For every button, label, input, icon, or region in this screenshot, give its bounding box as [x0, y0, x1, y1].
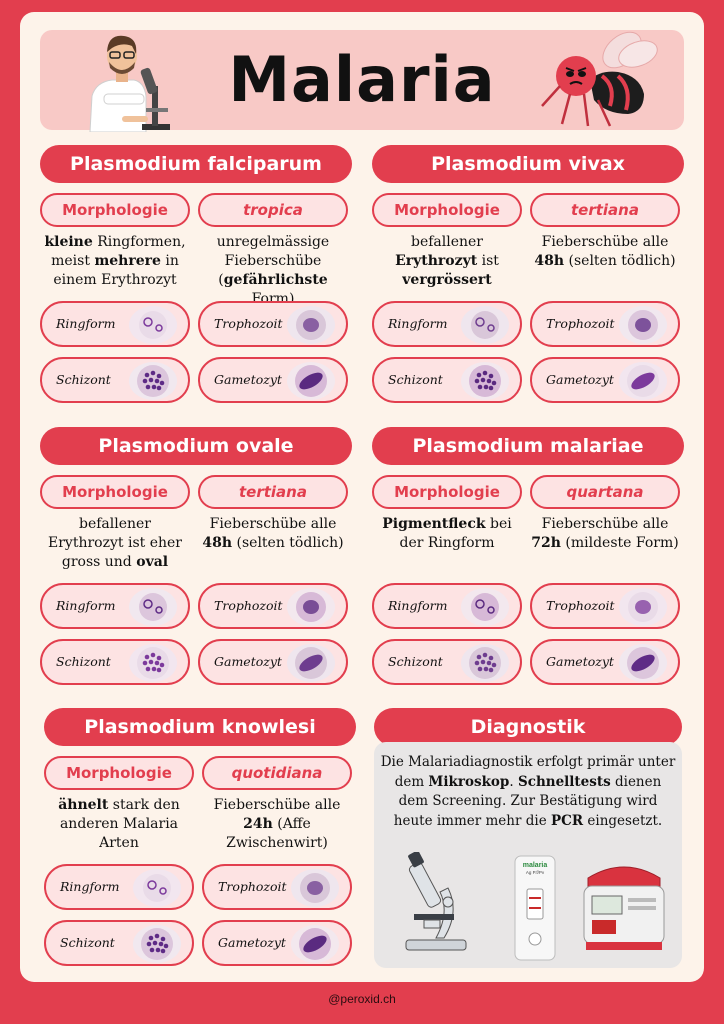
- stage-label: Schizont: [388, 372, 443, 387]
- stage-card-falciparum-trophozoit: Trophozoit: [198, 301, 348, 347]
- stage-card-falciparum-schizont: Schizont: [40, 357, 190, 403]
- stage-card-knowlesi-ringform: Ringform: [44, 864, 194, 910]
- stage-card-vivax-ringform: Ringform: [372, 301, 522, 347]
- stage-card-knowlesi-gametozyt: Gametozyt: [202, 920, 352, 966]
- stage-card-malariae-schizont: Schizont: [372, 639, 522, 685]
- section-header-ovale: Plasmodium ovale: [40, 427, 352, 465]
- stage-label: Gametozyt: [214, 372, 282, 387]
- section-header-diagnostik: Diagnostik: [374, 708, 682, 746]
- page-title: Malaria: [228, 43, 496, 116]
- rapid-test-icon: malaria Ag P.f/Pv: [514, 855, 556, 961]
- stage-card-malariae-ringform: Ringform: [372, 583, 522, 629]
- stage-label: Gametozyt: [546, 372, 614, 387]
- fever-type-pill-malariae: quartana: [530, 475, 680, 509]
- morphology-description-knowlesi: ähnelt stark den anderen Malaria Arten: [58, 797, 180, 851]
- stage-card-knowlesi-trophozoit: Trophozoit: [202, 864, 352, 910]
- stage-card-vivax-trophozoit: Trophozoit: [530, 301, 680, 347]
- stage-label: Ringform: [56, 316, 116, 331]
- morphology-description-malariae: Pigmentfleck bei der Ringform: [382, 516, 512, 551]
- stage-card-vivax-gametozyt: Gametozyt: [530, 357, 680, 403]
- fever-description-falciparum: unregelmässige Fieberschübe (gefährlichs…: [216, 234, 330, 307]
- microscope-icon: [405, 852, 467, 951]
- section-header-knowlesi: Plasmodium knowlesi: [44, 708, 356, 746]
- morphology-description-falciparum: kleine Ringformen, meist mehrere in eine…: [44, 234, 186, 288]
- stage-card-malariae-gametozyt: Gametozyt: [530, 639, 680, 685]
- pcr-machine-icon: [583, 866, 665, 950]
- fever-type-pill-falciparum: tropica: [198, 193, 348, 227]
- stage-label: Gametozyt: [546, 654, 614, 669]
- morphologie-pill-malariae: Morphologie: [372, 475, 522, 509]
- fever-description-malariae: Fieberschübe alle 72h (mildeste Form): [531, 516, 679, 551]
- stage-label: Trophozoit: [214, 316, 283, 331]
- stage-label: Trophozoit: [546, 598, 615, 613]
- diagnostik-text: Die Malariadiagnostik erfolgt primär unt…: [380, 754, 676, 829]
- stage-label: Trophozoit: [546, 316, 615, 331]
- rapid-test-sub: Ag P.f/Pv: [526, 870, 545, 875]
- stage-label: Trophozoit: [218, 879, 287, 894]
- stage-label: Schizont: [56, 372, 111, 387]
- mosquito-icon: [541, 31, 658, 127]
- stage-card-vivax-schizont: Schizont: [372, 357, 522, 403]
- stage-label: Schizont: [60, 935, 115, 950]
- stage-card-malariae-trophozoit: Trophozoit: [530, 583, 680, 629]
- fever-description-knowlesi: Fieberschübe alle 24h (Affe Zwischenwirt…: [213, 797, 341, 851]
- fever-type-pill-ovale: tertiana: [198, 475, 348, 509]
- stage-label: Schizont: [388, 654, 443, 669]
- fever-type-pill-vivax: tertiana: [530, 193, 680, 227]
- scientist-microscope-icon: [89, 35, 170, 132]
- stage-card-knowlesi-schizont: Schizont: [44, 920, 194, 966]
- stage-card-ovale-schizont: Schizont: [40, 639, 190, 685]
- stage-label: Ringform: [60, 879, 120, 894]
- fever-description-ovale: Fieberschübe alle 48h (selten tödlich): [202, 516, 344, 551]
- stage-label: Schizont: [56, 654, 111, 669]
- fever-description-vivax: Fieberschübe alle 48h (selten tödlich): [534, 234, 676, 269]
- stage-label: Ringform: [388, 598, 448, 613]
- stage-label: Gametozyt: [218, 935, 286, 950]
- stage-label: Ringform: [388, 316, 448, 331]
- morphologie-pill-vivax: Morphologie: [372, 193, 522, 227]
- fever-type-pill-knowlesi: quotidiana: [202, 756, 352, 790]
- morphology-description-ovale: befallener Erythrozyt ist eher gross und…: [48, 516, 182, 570]
- section-header-vivax: Plasmodium vivax: [372, 145, 684, 183]
- morphology-description-vivax: befallener Erythrozyt ist vergrössert: [395, 234, 499, 288]
- stage-card-ovale-trophozoit: Trophozoit: [198, 583, 348, 629]
- rapid-test-brand: malaria: [523, 862, 548, 869]
- stage-card-ovale-gametozyt: Gametozyt: [198, 639, 348, 685]
- stage-label: Gametozyt: [214, 654, 282, 669]
- section-header-malariae: Plasmodium malariae: [372, 427, 684, 465]
- stage-label: Trophozoit: [214, 598, 283, 613]
- morphologie-pill-falciparum: Morphologie: [40, 193, 190, 227]
- morphologie-pill-knowlesi: Morphologie: [44, 756, 194, 790]
- stage-card-ovale-ringform: Ringform: [40, 583, 190, 629]
- stage-card-falciparum-gametozyt: Gametozyt: [198, 357, 348, 403]
- stage-card-falciparum-ringform: Ringform: [40, 301, 190, 347]
- stage-label: Ringform: [56, 598, 116, 613]
- footer-credit: @peroxid.ch: [328, 992, 396, 1006]
- morphologie-pill-ovale: Morphologie: [40, 475, 190, 509]
- section-header-falciparum: Plasmodium falciparum: [40, 145, 352, 183]
